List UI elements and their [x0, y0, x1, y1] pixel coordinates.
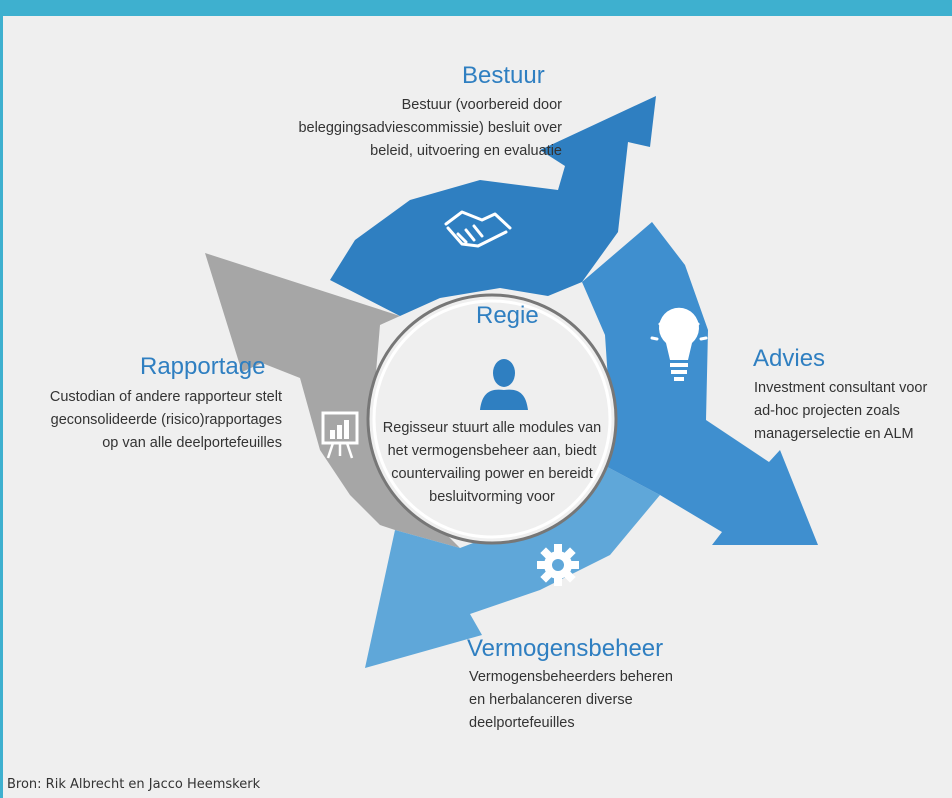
bestuur-line-1: Bestuur (voorbereid door	[401, 97, 562, 113]
regie-text: Regisseur stuurt alle modules van het ve…	[382, 420, 602, 505]
bestuur-description: Bestuur (voorbereid door beleggingsadvie…	[232, 94, 562, 163]
lightbulb-icon	[650, 307, 708, 381]
advies-line-1: Investment consultant voor	[754, 380, 928, 396]
rapportage-line-1: Custodian of andere rapporteur stelt	[49, 389, 282, 405]
rapportage-title: Rapportage	[140, 353, 266, 380]
rapportage-segment	[205, 253, 460, 548]
vermogensbeheer-line-3: deelportefeuilles	[469, 715, 575, 731]
top-accent-bar	[0, 0, 952, 16]
gear-icon	[537, 544, 579, 586]
rapportage-description: Custodian of andere rapporteur stelt gec…	[6, 386, 282, 455]
advies-line-3: managerselectie en ALM	[754, 426, 914, 442]
bestuur-line-2: beleggingsadviescommissie) besluit over	[298, 120, 562, 136]
bestuur-line-3: beleid, uitvoering en evaluatie	[370, 143, 562, 159]
regie-title: Regie	[476, 302, 539, 329]
rapportage-line-3: op van alle deelportefeuilles	[102, 435, 282, 451]
rapportage-line-2: geconsolideerde (risico)rapportages	[50, 412, 282, 428]
vermogensbeheer-description: Vermogensbeheerders beheren en herbalanc…	[469, 666, 729, 735]
left-accent-bar	[0, 16, 3, 798]
advies-description: Investment consultant voor ad-hoc projec…	[754, 377, 950, 446]
presentation-chart-icon	[321, 411, 359, 459]
advies-segment	[582, 222, 818, 545]
vermogensbeheer-segment	[365, 462, 660, 668]
advies-line-2: ad-hoc projecten zoals	[754, 403, 900, 419]
handshake-icon	[444, 210, 512, 248]
bestuur-segment	[330, 96, 656, 316]
bestuur-title: Bestuur	[462, 62, 545, 89]
person-icon	[480, 359, 528, 410]
vermogensbeheer-title: Vermogensbeheer	[467, 635, 664, 662]
source-credit: Bron: Rik Albrecht en Jacco Heemskerk	[7, 777, 261, 792]
advies-title: Advies	[753, 345, 826, 372]
vermogensbeheer-line-1: Vermogensbeheerders beheren	[469, 669, 673, 685]
vermogensbeheer-line-2: en herbalanceren diverse	[469, 692, 633, 708]
